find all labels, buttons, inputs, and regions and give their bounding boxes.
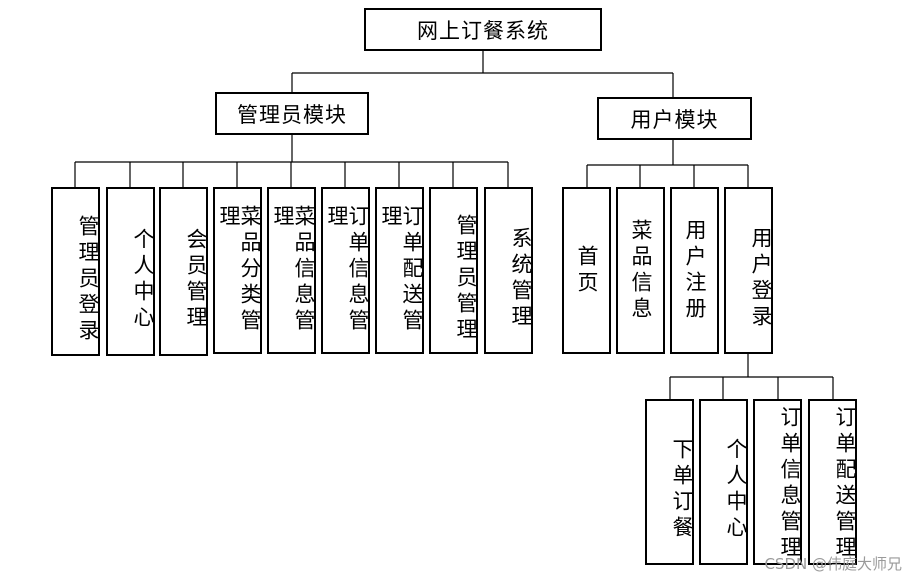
login-item-personal-center: 个人中心: [699, 399, 748, 565]
admin-item-dish-info-management: 菜品信息管理: [267, 187, 316, 354]
admin-item-member-management: 会员管理: [159, 187, 208, 356]
admin-item-order-delivery-management: 订单配送管理: [375, 187, 424, 354]
user-item-user-register: 用户注册: [670, 187, 719, 354]
login-item-order-info-management: 订单信息管理: [753, 399, 802, 565]
watermark-text: CSDN @伟庭大师兄: [764, 555, 902, 573]
admin-item-admin-management: 管理员管理: [429, 187, 478, 354]
admin-item-admin-login: 管理员登录: [51, 187, 100, 356]
root-node: 网上订餐系统: [364, 8, 602, 51]
admin-module-node: 管理员模块: [215, 92, 369, 135]
user-module-node: 用户模块: [597, 97, 752, 140]
admin-item-personal-center: 个人中心: [106, 187, 155, 356]
admin-item-order-info-management: 订单信息管理: [321, 187, 370, 354]
login-item-order-delivery-management: 订单配送管理: [808, 399, 857, 565]
admin-item-system-management: 系统管理: [484, 187, 533, 354]
user-item-user-login: 用户登录: [724, 187, 773, 354]
admin-item-dish-category-management: 菜品分类管理: [213, 187, 262, 354]
user-item-dish-info: 菜品信息: [616, 187, 665, 354]
user-item-home: 首页: [562, 187, 611, 354]
login-item-place-order: 下单订餐: [645, 399, 694, 565]
